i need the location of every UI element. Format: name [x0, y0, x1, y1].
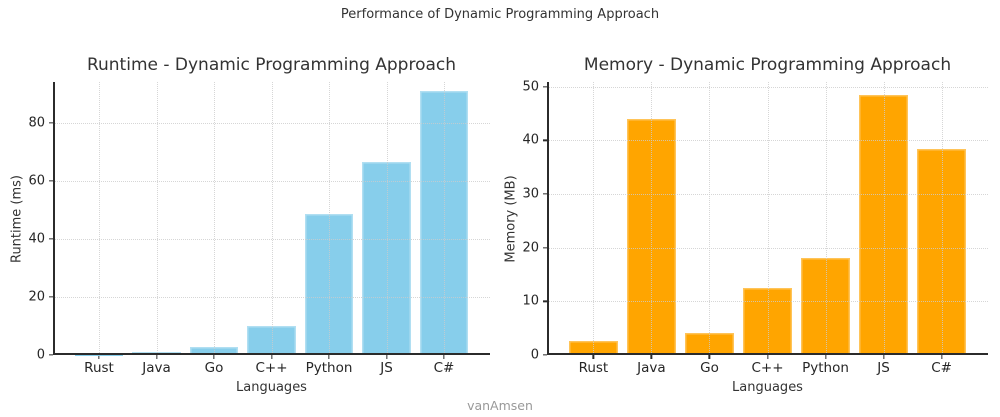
x-tick-mark: [270, 355, 273, 359]
y-tick-label: 10: [522, 293, 539, 309]
x-tick-mark: [766, 355, 769, 359]
x-tick-mark: [155, 355, 158, 359]
x-gridline: [709, 82, 711, 355]
x-tick-label-cpp: C++: [255, 360, 288, 376]
x-tick-mark: [824, 355, 827, 359]
y-tick-mark: [543, 300, 547, 303]
watermark: vanAmsen: [467, 398, 533, 413]
runtime-chart: Runtime - Dynamic Programming Approach R…: [10, 55, 490, 395]
y-tick-label: 40: [522, 132, 539, 148]
x-tick-label-python: Python: [305, 360, 353, 376]
memory-chart-title: Memory - Dynamic Programming Approach: [583, 55, 952, 75]
y-tick-mark: [543, 193, 547, 195]
x-tick-mark: [592, 355, 595, 359]
y-tick-mark: [49, 296, 53, 298]
x-tick-mark: [708, 355, 711, 359]
bar-csharp: [916, 148, 967, 355]
x-tick-label-rust: Rust: [578, 360, 609, 376]
x-tick-mark: [882, 355, 885, 359]
y-tick-mark: [543, 139, 547, 142]
y-tick-mark: [49, 238, 53, 240]
runtime-x-axis-spine: [53, 353, 490, 355]
y-tick-mark: [49, 180, 53, 182]
runtime-x-axis-label: Languages: [236, 380, 307, 395]
x-tick-label-csharp: C#: [931, 360, 952, 376]
y-tick-label: 50: [522, 79, 539, 95]
x-tick-label-go: Go: [700, 360, 719, 376]
memory-x-axis-spine: [547, 353, 988, 355]
runtime-y-axis-spine: [53, 82, 55, 355]
y-tick-mark: [49, 354, 53, 356]
y-tick-label: 40: [28, 231, 45, 247]
x-tick-mark: [328, 355, 330, 359]
x-gridline: [214, 82, 215, 355]
y-tick-label: 30: [522, 186, 539, 202]
x-gridline: [271, 82, 273, 355]
y-tick-label: 0: [530, 347, 539, 363]
x-tick-label-js: JS: [877, 360, 890, 376]
y-tick-mark: [543, 247, 547, 249]
runtime-chart-title: Runtime - Dynamic Programming Approach: [86, 55, 457, 75]
x-tick-mark: [940, 355, 943, 359]
x-tick-label-java: Java: [637, 360, 666, 376]
x-tick-label-go: Go: [204, 360, 224, 376]
y-tick-label: 20: [522, 240, 539, 256]
x-tick-mark: [98, 355, 100, 359]
x-tick-label-cpp: C++: [751, 360, 784, 376]
x-gridline: [651, 82, 653, 355]
y-tick-label: 80: [28, 115, 45, 131]
x-gridline: [941, 82, 943, 355]
memory-x-axis-label: Languages: [732, 380, 803, 395]
x-gridline: [386, 82, 388, 355]
y-tick-label: 0: [36, 347, 45, 363]
memory-chart: Memory - Dynamic Programming Approach Me…: [504, 55, 988, 395]
x-gridline: [593, 82, 595, 355]
x-gridline: [444, 82, 445, 355]
x-tick-label-python: Python: [802, 360, 849, 376]
x-tick-label-java: Java: [142, 360, 171, 376]
y-tick-mark: [49, 122, 53, 124]
x-tick-label-csharp: C#: [433, 360, 455, 376]
x-tick-mark: [213, 355, 215, 359]
runtime-y-axis-label: Runtime (ms): [9, 174, 25, 263]
figure-suptitle: Performance of Dynamic Programming Appro…: [340, 7, 660, 22]
x-tick-mark: [385, 355, 388, 359]
x-gridline: [156, 82, 158, 355]
x-gridline: [99, 82, 100, 355]
memory-y-axis-spine: [547, 82, 549, 355]
x-gridline: [767, 82, 769, 355]
x-gridline: [329, 82, 330, 355]
y-tick-mark: [543, 354, 547, 356]
x-gridline: [883, 82, 885, 355]
y-tick-mark: [543, 86, 547, 88]
bar-cpp: [742, 287, 793, 355]
y-tick-label: 60: [28, 173, 45, 189]
x-tick-mark: [443, 355, 445, 359]
x-tick-label-rust: Rust: [84, 360, 114, 376]
x-tick-mark: [650, 355, 653, 359]
x-tick-label-js: JS: [380, 360, 393, 376]
y-tick-label: 20: [28, 289, 45, 305]
x-gridline: [825, 82, 827, 355]
